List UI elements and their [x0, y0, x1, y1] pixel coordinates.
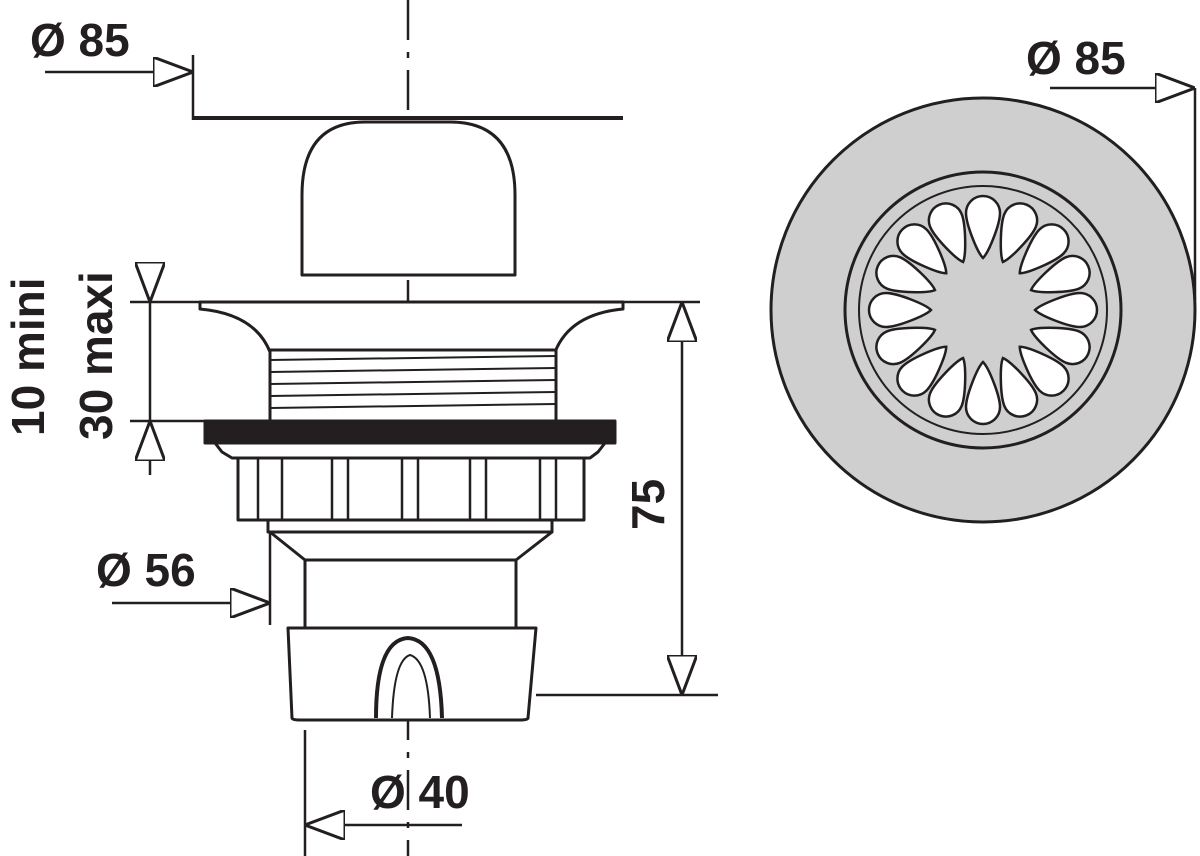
label-thickness-max: 30 maxi — [70, 271, 122, 440]
cap-slot — [374, 636, 444, 719]
strainer-hole — [1018, 345, 1070, 397]
lock-nut-ribs — [256, 458, 558, 520]
flange — [198, 300, 625, 354]
strainer-hole — [964, 360, 1002, 426]
lock-nut — [236, 456, 586, 522]
strainer-hole — [1033, 291, 1099, 329]
dome-plug — [300, 120, 517, 277]
label-thread-diameter: Ø 56 — [96, 544, 196, 596]
strainer-hole — [875, 326, 937, 366]
strainer-hole — [964, 194, 1002, 260]
gasket — [203, 419, 617, 445]
top-view-dimension — [1050, 88, 1197, 300]
label-total-height: 75 — [622, 479, 674, 530]
strainer-hole — [867, 291, 933, 329]
strainer-hole — [999, 202, 1039, 264]
cap-slot-inner — [391, 654, 431, 719]
threaded-body — [268, 348, 558, 424]
strainer-hole — [896, 223, 948, 275]
strainer-hole — [1029, 254, 1091, 294]
strainer-hole — [927, 356, 967, 418]
strainer-hole — [896, 345, 948, 397]
label-flange-top-diameter: Ø 85 — [30, 14, 130, 66]
outlet-taper — [268, 530, 554, 562]
nut-collar — [266, 518, 554, 534]
label-thickness-min: 10 mini — [2, 277, 54, 436]
strainer-hole — [927, 202, 967, 264]
bottom-cap — [286, 626, 538, 722]
label-outlet-diameter: Ø 40 — [370, 766, 470, 818]
washer — [213, 441, 607, 460]
strainer-hole — [1018, 223, 1070, 275]
strainer-top-view — [769, 96, 1197, 524]
drain-side-view — [193, 0, 625, 856]
label-strainer-diameter: Ø 85 — [1026, 32, 1126, 84]
strainer-hole — [999, 356, 1039, 418]
side-view-dimensions — [45, 55, 718, 856]
strainer-hole — [1029, 326, 1091, 366]
outlet-pipe — [303, 558, 518, 632]
strainer-hole — [875, 254, 937, 294]
thread-lines — [269, 355, 557, 409]
strainer-holes — [867, 194, 1099, 426]
